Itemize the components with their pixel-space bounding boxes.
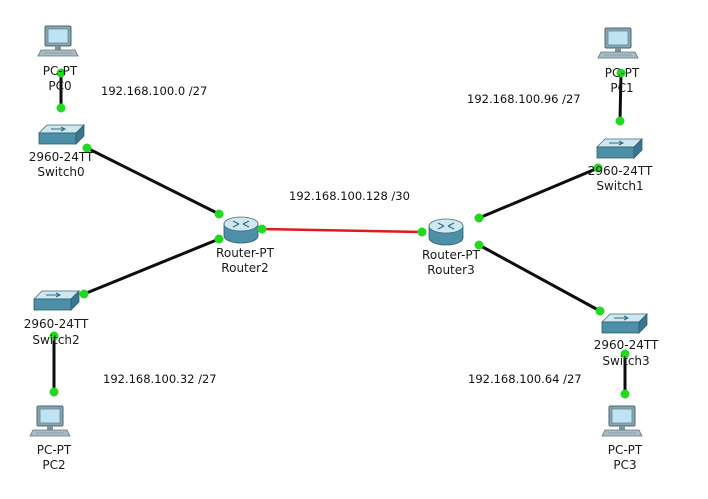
router2[interactable]: [223, 216, 259, 244]
port-dot: [593, 163, 603, 173]
port-dot: [474, 213, 484, 223]
port-dot: [56, 103, 66, 113]
port-indicators: [49, 68, 630, 399]
switch0-model-label: 2960-24TT: [29, 150, 94, 164]
switch-icon[interactable]: [33, 290, 80, 311]
lan0-subnet-label: 192.168.100.0 /27: [101, 84, 207, 98]
wan-subnet-label: 192.168.100.128 /30: [289, 189, 410, 203]
switch3-name-label: Switch3: [602, 354, 649, 368]
lan1-subnet-label: 192.168.100.96 /27: [467, 92, 581, 106]
router2-name-label: Router2: [221, 261, 268, 275]
pc1[interactable]: [597, 27, 639, 59]
port-dot: [82, 143, 92, 153]
link-switch1-router3[interactable]: [478, 166, 599, 220]
pc2[interactable]: [29, 405, 71, 437]
switch-icon[interactable]: [596, 138, 643, 159]
pc2-name-label: PC2: [42, 458, 65, 472]
pc3-model-label: PC-PT: [608, 443, 643, 457]
pc3[interactable]: [601, 405, 643, 437]
links: [52, 72, 627, 394]
pc3-name-label: PC3: [613, 458, 636, 472]
pc0-model-label: PC-PT: [43, 64, 78, 78]
port-dot: [417, 227, 427, 237]
switch1-model-label: 2960-24TT: [588, 164, 653, 178]
router3[interactable]: [428, 218, 464, 246]
link-switch0-router2[interactable]: [86, 146, 220, 216]
lan2-subnet-label: 192.168.100.32 /27: [103, 372, 217, 386]
pc2-model-label: PC-PT: [37, 443, 72, 457]
router3-name-label: Router3: [427, 263, 474, 277]
pc0[interactable]: [37, 25, 79, 57]
port-dot: [56, 68, 66, 78]
port-dot: [620, 349, 630, 359]
link-router2-router3[interactable]: [261, 227, 423, 234]
switch3-model-label: 2960-24TT: [594, 338, 659, 352]
switch-icon[interactable]: [601, 313, 648, 334]
pc0-name-label: PC0: [48, 79, 71, 93]
port-dot: [595, 306, 605, 316]
pc-icon[interactable]: [37, 25, 79, 57]
switch2-name-label: Switch2: [32, 333, 79, 347]
port-dot: [615, 116, 625, 126]
port-dot: [214, 209, 224, 219]
switch0[interactable]: [38, 124, 85, 145]
router2-model-label: Router-PT: [216, 246, 275, 260]
router-icon[interactable]: [223, 216, 259, 244]
pc-icon[interactable]: [29, 405, 71, 437]
link-router3-switch3[interactable]: [478, 243, 601, 313]
lan3-subnet-label: 192.168.100.64 /27: [468, 372, 582, 386]
switch1-name-label: Switch1: [596, 179, 643, 193]
port-dot: [49, 387, 59, 397]
link-switch2-router2[interactable]: [83, 237, 220, 296]
pc-icon[interactable]: [597, 27, 639, 59]
switch0-name-label: Switch0: [37, 165, 84, 179]
port-dot: [474, 240, 484, 250]
network-labels: 192.168.100.0 /27 192.168.100.96 /27 192…: [101, 84, 582, 386]
switch1[interactable]: [596, 138, 643, 159]
pc-icon[interactable]: [601, 405, 643, 437]
device-labels: PC-PT PC0 2960-24TT Switch0 Router-PT Ro…: [24, 64, 659, 472]
port-dot: [620, 389, 630, 399]
port-dot: [79, 289, 89, 299]
link-pc1-switch1[interactable]: [618, 72, 623, 122]
pc1-name-label: PC1: [610, 81, 633, 95]
router3-model-label: Router-PT: [422, 248, 481, 262]
port-dot: [616, 68, 626, 78]
switch3[interactable]: [601, 313, 648, 334]
switch-icon[interactable]: [38, 124, 85, 145]
pc1-model-label: PC-PT: [605, 66, 640, 80]
router-icon[interactable]: [428, 218, 464, 246]
port-dot: [214, 234, 224, 244]
port-dot: [49, 331, 59, 341]
switch2-model-label: 2960-24TT: [24, 317, 89, 331]
port-dot: [257, 224, 267, 234]
switch2[interactable]: [33, 290, 80, 311]
